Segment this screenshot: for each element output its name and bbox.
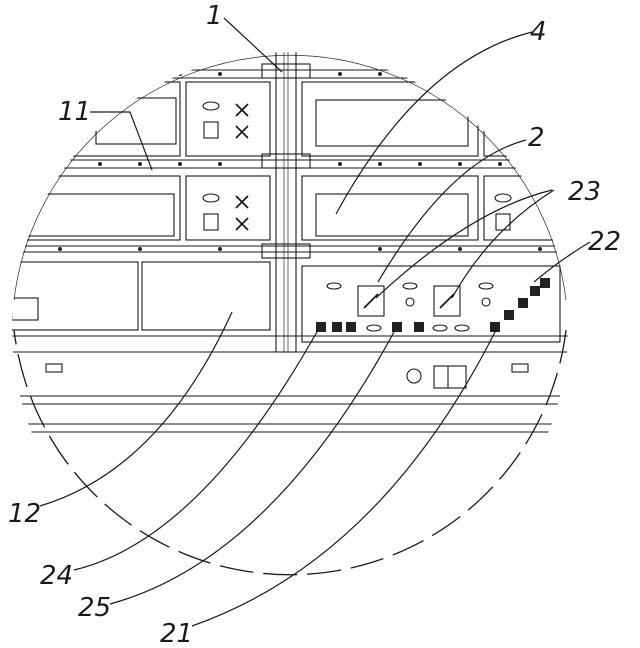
fastener-set-left <box>202 101 249 231</box>
middle-right-panel-row <box>301 175 565 241</box>
callout-25: 25 <box>78 593 111 623</box>
callout-21: 21 <box>160 619 193 648</box>
callout-1: 1 <box>206 1 223 31</box>
top-rail <box>12 69 568 253</box>
base-rails <box>12 335 568 433</box>
callout-labels: 1 4 11 2 23 22 12 24 25 21 <box>8 1 621 648</box>
control-plate <box>301 265 561 343</box>
callout-23: 23 <box>568 177 601 207</box>
rail-bolts <box>58 72 542 251</box>
callout-11: 11 <box>58 97 91 127</box>
callout-22: 22 <box>588 227 621 257</box>
leader-lines <box>39 17 591 627</box>
callout-4: 4 <box>530 17 547 47</box>
lower-left-compartments <box>12 261 271 331</box>
terminal-blocks <box>316 278 550 332</box>
upper-right-panel-row <box>301 81 565 157</box>
callout-24: 24 <box>40 561 73 591</box>
central-vertical-post <box>261 52 311 353</box>
middle-left-panel-row <box>19 175 271 241</box>
callout-12: 12 <box>8 499 41 529</box>
detail-circle-boundary <box>13 55 567 576</box>
callout-2: 2 <box>528 123 545 153</box>
